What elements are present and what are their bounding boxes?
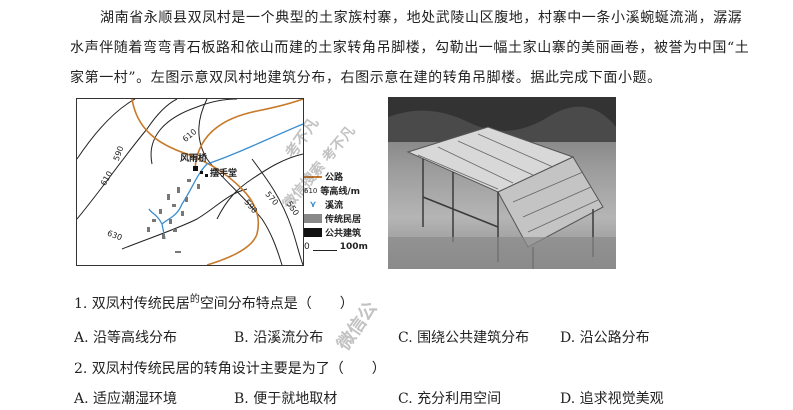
- intro-line-2: 水声伴随着弯弯青石板路和依山而建的土家转角吊脚楼，勾勒出一幅土家山寨的美丽画卷，…: [70, 40, 750, 56]
- q1-option-c[interactable]: C. 围绕公共建筑分布: [398, 330, 530, 346]
- intro-line-3: 家第一村”。左图示意双凤村地建筑分布，右图示意在建的转角吊脚楼。据此完成下面小题…: [70, 70, 662, 86]
- q1-option-d[interactable]: D. 沿公路分布: [560, 330, 650, 346]
- legend-houses-label: 传统民居: [325, 215, 362, 225]
- legend-houses: 传统民居: [304, 212, 361, 225]
- q1-stem-sup: 的: [189, 294, 200, 305]
- q1-stem-post: 空间分布特点是（ ）: [199, 296, 354, 312]
- question-2-stem: 2. 双凤村传统民居的转角设计主要是为了（ ）: [74, 361, 386, 377]
- scale-line: [312, 244, 337, 251]
- stilt-house-photo: [388, 97, 616, 269]
- map-drawing: [76, 98, 304, 266]
- scale-zero: 0: [304, 242, 310, 252]
- q2-option-d[interactable]: D. 追求视觉美观: [560, 391, 664, 407]
- legend-public-label: 公共建筑: [325, 229, 362, 239]
- photo-drawing: [388, 97, 616, 269]
- legend-contour-label: 等高线/m: [320, 187, 361, 197]
- map-label-hall: 摆手堂: [210, 169, 238, 179]
- legend-stream: ⋎ 溪流: [304, 198, 344, 212]
- q1-option-b[interactable]: B. 沿溪流分布: [234, 330, 324, 346]
- intro-line-1: 湖南省永顺县双凤村是一个典型的土家族村寨，地处武陵山区腹地，村寨中一条小溪蜿蜒流…: [100, 10, 743, 26]
- q1-option-a[interactable]: A. 沿等高线分布: [74, 330, 178, 346]
- scale-length: 100m: [339, 242, 368, 252]
- legend-stream-label: 溪流: [325, 201, 344, 211]
- legend-road-label: 公路: [325, 173, 344, 183]
- q2-option-c[interactable]: C. 充分利用空间: [398, 391, 502, 407]
- q1-stem-pre: 1. 双凤村传统民居: [74, 296, 190, 312]
- q2-option-b[interactable]: B. 便于就地取材: [234, 391, 338, 407]
- scale-bar: 0 100m: [304, 242, 368, 252]
- legend-road: 公路: [304, 170, 343, 183]
- village-map: 风雨桥 摆手堂 610 590 610 570 590 550 630: [76, 98, 304, 266]
- contour-sample: 610: [304, 186, 318, 195]
- question-1-stem: 1. 双凤村传统民居的空间分布特点是（ ）: [74, 290, 354, 313]
- public-swatch: [304, 228, 322, 237]
- stream-icon: ⋎: [309, 199, 317, 210]
- map-label-bridge: 风雨桥: [180, 154, 208, 164]
- road-swatch: [304, 175, 322, 178]
- houses-swatch: [304, 214, 322, 223]
- legend-public: 公共建筑: [304, 226, 361, 239]
- q2-option-a[interactable]: A. 适应潮湿环境: [74, 391, 178, 407]
